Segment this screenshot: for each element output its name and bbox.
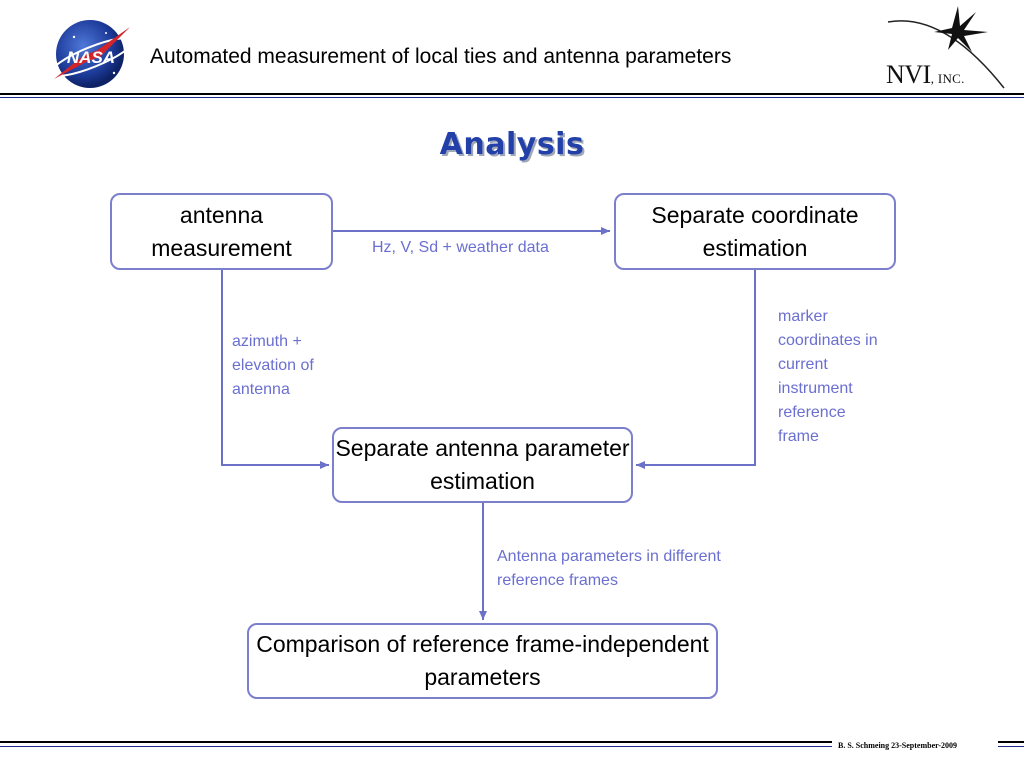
node-coordinate-estimation-label: Separate coordinate estimation	[651, 201, 859, 261]
header-rule	[0, 93, 1024, 95]
nasa-logo-text: NASA	[67, 48, 115, 67]
nvi-logo-suffix: , INC.	[930, 71, 965, 86]
nasa-logo: NASA	[44, 17, 140, 91]
arrow-coordinate-to-parameter	[636, 270, 756, 469]
footer-rule-right-thin	[998, 746, 1024, 747]
node-antenna-measurement: antenna measurement	[110, 193, 333, 270]
edge-label-measurement-to-parameter: azimuth + elevation of antenna	[232, 333, 314, 398]
edge-label-coordinate-to-parameter: marker coordinates in current instrument…	[778, 308, 878, 445]
nvi-star-logo	[884, 2, 1010, 94]
slide-title: Analysis	[439, 127, 585, 162]
node-comparison: Comparison of reference frame-independen…	[247, 623, 718, 699]
footer-rule	[0, 741, 832, 743]
node-antenna-parameter-estimation: Separate antenna parameter estimation	[332, 427, 633, 503]
node-coordinate-estimation: Separate coordinate estimation	[614, 193, 896, 270]
arrow-measurement-to-parameter	[221, 270, 329, 469]
footer-credit: B. S. Schmeing 23-September-2009	[838, 741, 958, 750]
header-title: Automated measurement of local ties and …	[150, 45, 732, 68]
edge-label-parameter-to-comparison: Antenna parameters in different referenc…	[497, 548, 721, 589]
footer-rule-thin	[0, 746, 832, 747]
edge-label-measurement-to-coordinate: Hz, V, Sd + weather data	[372, 239, 549, 256]
node-antenna-parameter-estimation-label: Separate antenna parameter estimation	[335, 435, 630, 494]
node-antenna-measurement-label: antenna measurement	[151, 201, 292, 261]
nvi-logo-main: NVI	[886, 60, 931, 89]
footer-rule-right	[998, 741, 1024, 743]
node-comparison-label: Comparison of reference frame-independen…	[256, 631, 709, 690]
header-rule-thin	[0, 97, 1024, 98]
nvi-logo-text: NVI, INC.	[886, 60, 1010, 90]
